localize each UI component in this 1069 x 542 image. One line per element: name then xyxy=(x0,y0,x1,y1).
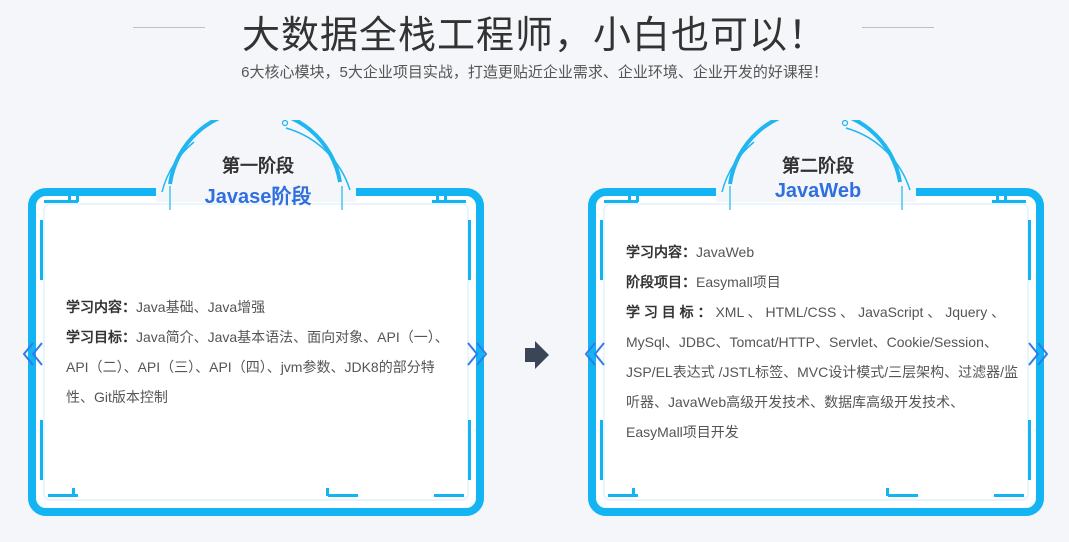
content-item: 学习目标：Java简介、Java基本语法、面向对象、API（一）、API（二）、… xyxy=(66,322,460,412)
content-text: JavaWeb xyxy=(696,244,755,260)
content-label: 学习内容： xyxy=(66,299,136,315)
content-text: Java基础、Java增强 xyxy=(136,299,266,315)
stage-card-1: 第一阶段 Javase阶段 学习内容：Java基础、Java增强 学习目标：Ja… xyxy=(28,120,488,525)
title-line-left xyxy=(133,27,205,28)
stage-name: Javase阶段 xyxy=(204,186,312,208)
next-arrow-icon xyxy=(525,341,549,369)
content-label: 阶段项目： xyxy=(626,274,696,290)
page-subtitle: 6大核心模块，5大企业项目实战，打造更贴近企业需求、企业环境、企业开发的好课程！ xyxy=(241,64,828,81)
card-frame xyxy=(588,120,1044,516)
content-item: 阶段项目：Easymall项目 xyxy=(626,267,1020,297)
stage-number: 第二阶段 xyxy=(782,156,854,176)
chevron-left-icon[interactable] xyxy=(584,341,606,367)
content-item: 学 习 目 标 ： XML 、 HTML/CSS 、 JavaScript 、 … xyxy=(626,297,1020,447)
content-item: 学习内容：Java基础、Java增强 xyxy=(66,292,460,322)
chevron-right-icon[interactable] xyxy=(466,341,488,367)
content-item: 学习内容：JavaWeb xyxy=(626,237,1020,267)
page-title: 大数据全栈工程师，小白也可以！ xyxy=(241,15,827,57)
title-line-right xyxy=(862,27,934,28)
card-frame xyxy=(28,120,484,516)
stage-name: JavaWeb xyxy=(774,180,862,202)
chevron-left-icon[interactable] xyxy=(22,341,44,367)
content-label: 学习内容： xyxy=(626,244,696,260)
stage-content: 学习内容：Java基础、Java增强 学习目标：Java简介、Java基本语法、… xyxy=(66,292,460,412)
stage-content: 学习内容：JavaWeb 阶段项目：Easymall项目 学 习 目 标 ： X… xyxy=(626,237,1020,447)
content-text: XML 、 HTML/CSS 、 JavaScript 、 Jquery 、My… xyxy=(626,304,1019,440)
content-label: 学习目标： xyxy=(66,329,136,345)
content-label: 学 习 目 标 ： xyxy=(626,304,712,320)
content-text: Easymall项目 xyxy=(696,274,781,290)
chevron-right-icon[interactable] xyxy=(1027,341,1049,367)
content-text: Java简介、Java基本语法、面向对象、API（一）、API（二）、API（三… xyxy=(66,329,449,405)
stage-card-2: 第二阶段 JavaWeb 学习内容：JavaWeb 阶段项目：Easymall项… xyxy=(588,120,1048,525)
stage-number: 第一阶段 xyxy=(222,156,294,176)
